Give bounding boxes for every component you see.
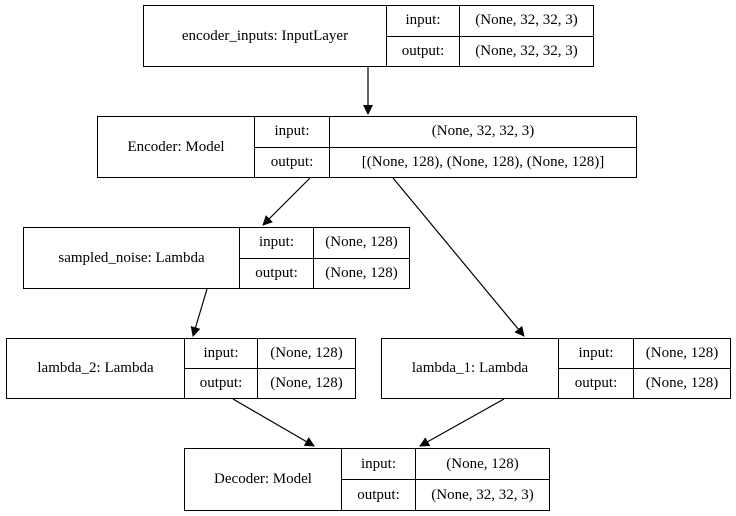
node-title: lambda_1: Lambda	[382, 339, 559, 398]
output-label: output:	[401, 42, 445, 59]
output-shape: (None, 128)	[645, 375, 719, 391]
node-title: lambda_2: Lambda	[7, 339, 185, 398]
edge-encoder-to-lambda-1	[392, 177, 525, 337]
output-shape: (None, 32, 32, 3)	[475, 42, 578, 59]
input-shape: (None, 128)	[634, 339, 730, 369]
output-shape: (None, 128)	[270, 375, 343, 391]
input-label: input:	[342, 449, 415, 480]
output-label: output:	[574, 375, 618, 391]
node-encoder: Encoder: Model input: output: (None, 32,…	[97, 116, 637, 178]
input-label: input:	[559, 339, 633, 369]
input-shape: (None, 32, 32, 3)	[330, 117, 636, 148]
node-title: Encoder: Model	[98, 117, 255, 177]
input-shape: (None, 128)	[416, 449, 549, 480]
input-shape: (None, 32, 32, 3)	[460, 6, 593, 37]
node-encoder-inputs: encoder_inputs: InputLayer input: output…	[143, 5, 594, 67]
output-shape: (None, 128)	[325, 264, 398, 281]
edge-sampled-noise-to-lambda-2	[190, 288, 208, 337]
input-shape: (None, 128)	[314, 228, 409, 259]
output-label: output:	[255, 264, 298, 281]
output-label: output:	[270, 153, 314, 170]
node-sampled-noise: sampled_noise: Lambda input: output: (No…	[23, 227, 410, 289]
input-label: input:	[185, 339, 257, 369]
node-title: encoder_inputs: InputLayer	[144, 6, 387, 66]
output-label: output:	[199, 375, 243, 391]
input-shape: (None, 128)	[258, 339, 355, 369]
output-shape: (None, 32, 32, 3)	[431, 486, 534, 503]
edge-encoder-to-sampled-noise	[262, 177, 311, 226]
input-label: input:	[255, 117, 329, 148]
node-lambda-1: lambda_1: Lambda input: output: (None, 1…	[381, 338, 731, 399]
output-label: output:	[357, 486, 400, 503]
edge-lambda-1-to-decoder	[419, 398, 505, 447]
node-lambda-2: lambda_2: Lambda input: output: (None, 1…	[6, 338, 356, 399]
input-label: input:	[240, 228, 313, 259]
node-decoder: Decoder: Model input: output: (None, 128…	[184, 448, 550, 511]
node-title: sampled_noise: Lambda	[24, 228, 240, 288]
output-shape: [(None, 128), (None, 128), (None, 128)]	[361, 153, 605, 170]
input-label: input:	[387, 6, 459, 37]
node-title: Decoder: Model	[185, 449, 342, 510]
edge-lambda-2-to-decoder	[232, 398, 315, 447]
